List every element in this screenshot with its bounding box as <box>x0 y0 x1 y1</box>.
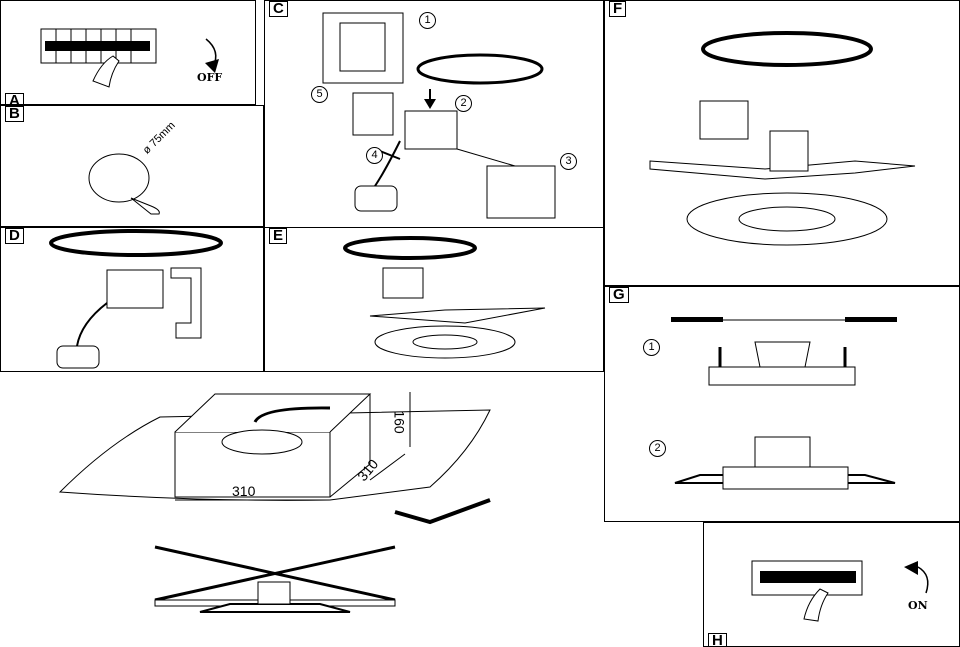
g-step-1: 1 <box>643 339 660 356</box>
step-4: 4 <box>366 147 383 164</box>
panel-e-tag: E <box>269 228 288 244</box>
panel-f-tag: F <box>609 1 627 17</box>
panel-d-tag: D <box>5 228 24 244</box>
step-1: 1 <box>419 12 436 29</box>
panel-c: C 1 2 3 4 5 <box>264 0 604 228</box>
on-label: ON <box>908 599 928 612</box>
dimension-height: 160 <box>391 410 408 434</box>
panel-g: G 1 2 <box>604 286 960 522</box>
cutout-drawing <box>88 153 160 215</box>
panel-e: E <box>264 227 604 372</box>
panel-f: F <box>604 0 960 286</box>
breaker-off-drawing <box>40 28 219 88</box>
panel-a-tag: A <box>5 93 24 104</box>
spring-install-drawing <box>671 317 897 490</box>
step-2: 2 <box>455 95 472 112</box>
g-step-2: 2 <box>649 440 666 457</box>
breaker-on-drawing <box>751 560 929 622</box>
step-3: 3 <box>560 153 577 170</box>
panel-g-tag: G <box>609 287 629 303</box>
panel-c-tag: C <box>269 1 288 17</box>
panel-d: D <box>0 227 264 372</box>
panel-h: ON H <box>703 522 960 647</box>
wiring-drawing <box>322 12 556 219</box>
panel-b: B ø 75mm <box>0 105 264 227</box>
lamp-insert-drawing <box>343 236 546 359</box>
mount-drawing <box>649 31 916 246</box>
driver-mount-drawing <box>49 229 223 369</box>
installation-box-drawing <box>58 392 491 613</box>
panel-b-tag: B <box>5 106 24 122</box>
dimension-width: 310 <box>232 483 256 499</box>
step-5: 5 <box>311 86 328 103</box>
dimension-area: 310 310 160 <box>0 372 703 647</box>
off-label: OFF <box>197 71 223 84</box>
panel-a: OFF A <box>0 0 256 105</box>
panel-h-tag: H <box>708 633 727 646</box>
